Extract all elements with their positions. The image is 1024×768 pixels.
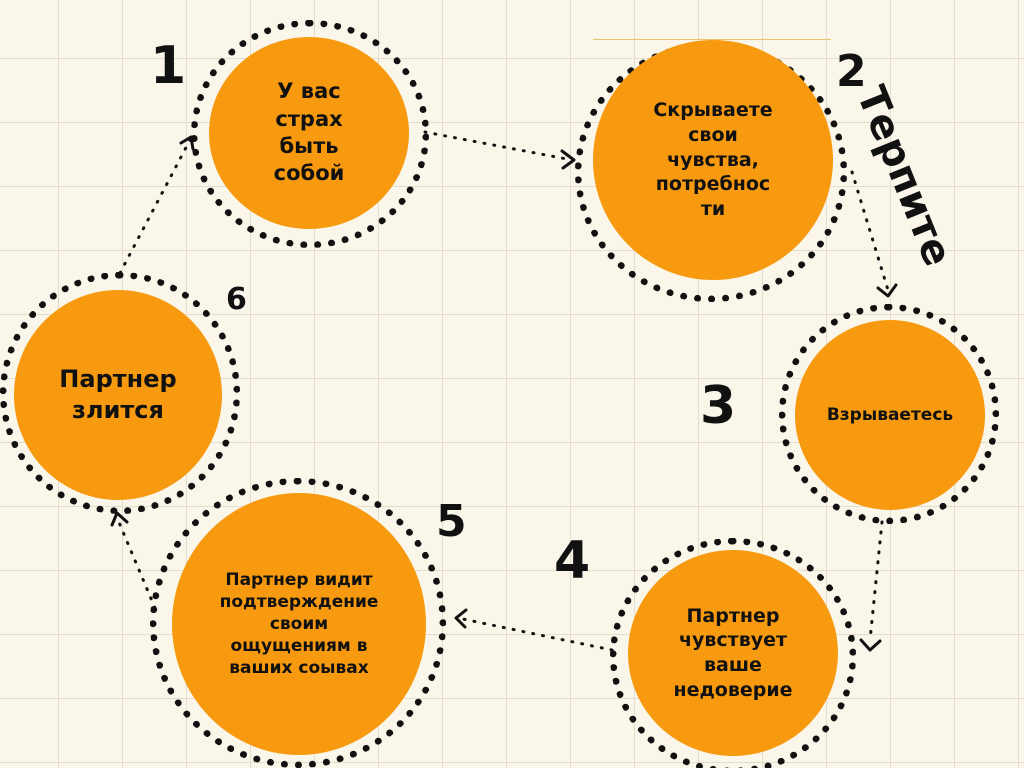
step-number-4: 4 xyxy=(554,531,591,591)
decorative-line xyxy=(593,39,831,40)
node-hide: Скрываете свои чувства, потребнос ти xyxy=(593,40,833,280)
node-angry: Партнер злится xyxy=(14,290,222,500)
node-label-hide: Скрываете свои чувства, потребнос ти xyxy=(653,99,773,221)
node-distrust: Партнер чувствует ваше недоверие xyxy=(628,550,838,756)
node-label-explode: Взрываетесь xyxy=(826,404,954,425)
arrowhead-4-to-5 xyxy=(454,608,468,629)
node-explode: Взрываетесь xyxy=(795,320,985,510)
node-ring-confirm xyxy=(150,478,446,768)
arrowhead-1-to-2 xyxy=(560,149,576,170)
node-label-distrust: Партнер чувствует ваше недоверие xyxy=(673,604,793,701)
arrow-5-to-6 xyxy=(116,518,157,610)
arrow-1-to-2 xyxy=(423,130,574,162)
node-label-confirm: Партнер видит подтверждение своим ощущен… xyxy=(219,569,379,679)
arrowhead-2-to-3 xyxy=(876,283,898,298)
arrowhead-3-to-4 xyxy=(859,638,882,652)
step-number-2: 2 xyxy=(836,46,867,97)
node-confirm: Партнер видит подтверждение своим ощущен… xyxy=(172,493,426,755)
node-label-angry: Партнер злится xyxy=(59,364,177,424)
step-number-5: 5 xyxy=(436,496,467,547)
node-fear: У вас страх быть собой xyxy=(209,37,409,229)
node-ring-explode xyxy=(779,304,999,524)
arrow-4-to-5 xyxy=(456,616,614,652)
node-label-fear: У вас страх быть собой xyxy=(273,79,345,186)
step-number-3: 3 xyxy=(700,376,737,436)
step-number-6: 6 xyxy=(226,282,247,317)
arrow-6-to-1 xyxy=(118,138,192,275)
node-ring-fear xyxy=(191,20,429,248)
arrow-3-to-4 xyxy=(868,520,884,642)
step-number-1: 1 xyxy=(150,36,187,96)
node-ring-angry xyxy=(0,272,240,514)
arrow-2-to-3 xyxy=(850,170,890,292)
